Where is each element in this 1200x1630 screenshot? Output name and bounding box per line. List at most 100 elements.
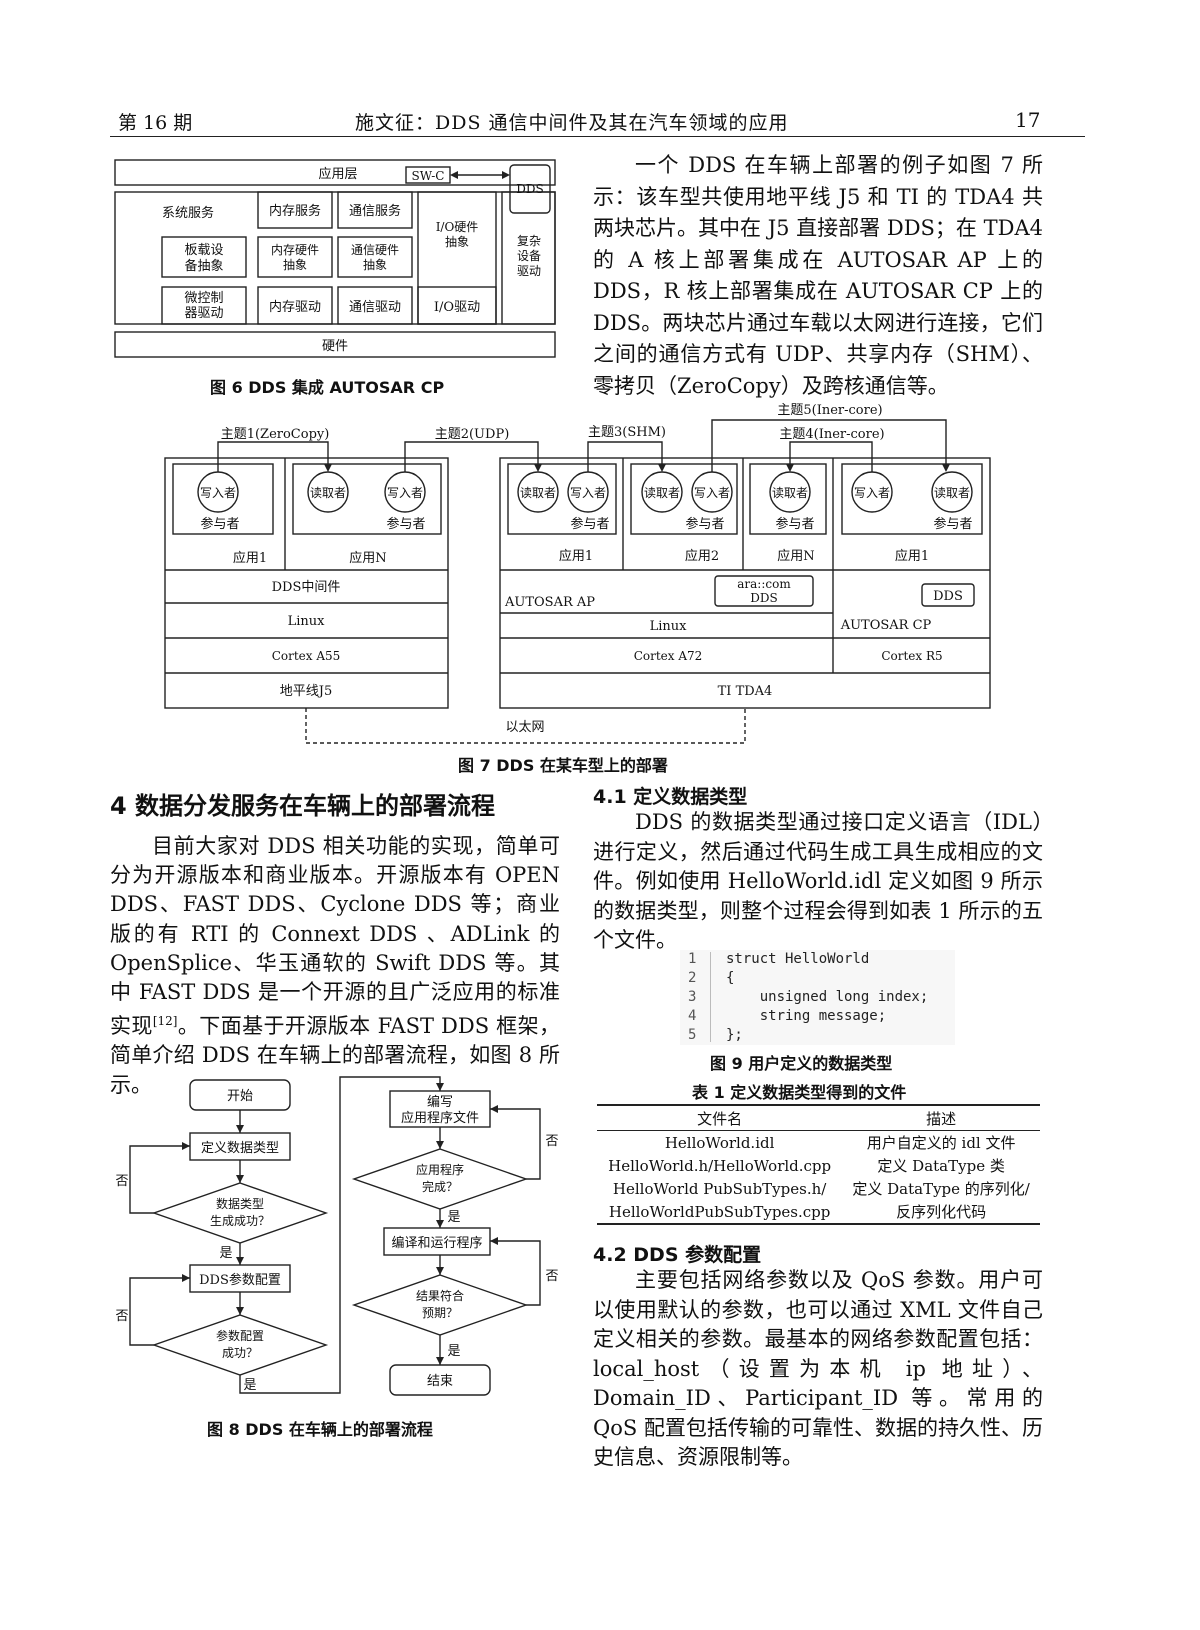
header-rule (110, 136, 1085, 137)
section-4-1-paragraph: DDS 的数据类型通过接口定义语言（IDL）进行定义，然后通过代码生成工具生成相… (593, 810, 1043, 952)
fig7-ap-dds: DDS (750, 591, 777, 605)
fig7-participant-3: 参与者 (570, 516, 609, 532)
table-1: 文件名 描述 HelloWorld.idl 用户自定义的 idl 文件 Hell… (597, 1107, 1040, 1225)
table-1-caption: 表 1 定义数据类型得到的文件 (692, 1083, 907, 1102)
fig6-mem-service: 内存服务 (269, 203, 321, 219)
figure-8-caption: 图 8 DDS 在车辆上的部署流程 (207, 1420, 433, 1439)
fig8-yes-2: 是 (243, 1378, 256, 1393)
table-row: HelloWorld.h/HelloWorld.cpp 定义 DataType … (608, 1156, 1005, 1176)
fig8-no-3: 否 (545, 1134, 558, 1149)
fig6-sys-service: 系统服务 (162, 205, 214, 221)
right-intro-paragraph: 一个 DDS 在车辆上部署的例子如图 7 所示：该车型共使用地平线 J5 和 T… (593, 153, 1043, 398)
fig6-mem-hw-2: 抽象 (283, 258, 307, 272)
fig8-param-ok-2: 成功？ (222, 1346, 258, 1360)
running-title: 施文征：DDS 通信中间件及其在汽车领域的应用 (355, 112, 789, 134)
figure-8-flowchart: 开始 定义数据类型 数据类型 生成成功？ DDS参数配置 参数配置 成功？ 编写… (115, 1076, 559, 1396)
fig7-j5-app1: 应用1 (233, 550, 267, 566)
fig7-writer-1: 写入者 (200, 486, 236, 500)
fig7-reader-1: 读取者 (310, 486, 346, 500)
fig8-write-app-1: 编写 (427, 1095, 453, 1110)
fig7-writer-3: 写入者 (570, 486, 606, 500)
figure-9-code-block: 1 2 3 4 5 struct HelloWorld { unsigned l… (680, 950, 955, 1045)
fig7-j5: 地平线J5 (280, 684, 332, 699)
fig8-no-4: 否 (545, 1269, 558, 1284)
citation: [12] (152, 1014, 178, 1029)
figure-6-caption: 图 6 DDS 集成 AUTOSAR CP (210, 378, 445, 397)
fig6-mcu-2: 器驱动 (184, 306, 223, 321)
fig7-cortex-a72: Cortex A72 (634, 649, 703, 663)
figure-7-diagram: 主题1(ZeroCopy) 主题2(UDP) 主题3(SHM) 主题4(Iner… (164, 403, 991, 744)
fig6-complex-1: 复杂 (517, 234, 541, 248)
fig7-ara-com: ara::com (737, 577, 791, 591)
fig7-topic-5: 主题5(Iner-core) (777, 403, 882, 418)
figure-9-caption: 图 9 用户定义的数据类型 (710, 1054, 893, 1073)
fig7-linux-j5: Linux (288, 614, 326, 629)
fig7-dds-middleware: DDS中间件 (272, 580, 341, 595)
fig7-autosar-ap: AUTOSAR AP (504, 595, 595, 610)
section-4-paragraph: 目前大家对 DDS 相关功能的实现，简单可分为开源版本和商业版本。开源版本有 O… (110, 834, 561, 1097)
figure-7-caption: 图 7 DDS 在某车型上的部署 (458, 756, 668, 775)
issue-number: 第 16 期 (118, 112, 193, 134)
table-row: HelloWorld.idl 用户自定义的 idl 文件 (664, 1133, 1016, 1153)
fig6-io-hw-2: 抽象 (445, 235, 469, 249)
page-number: 17 (1015, 108, 1041, 132)
fig7-cp-dds: DDS (933, 589, 963, 604)
table-header-row: 文件名 描述 (597, 1107, 1040, 1131)
fig6-io-hw-1: I/O硬件 (436, 220, 479, 234)
fig8-result-ok-2: 预期？ (422, 1306, 458, 1320)
fig6-comm-hw-1: 通信硬件 (351, 243, 399, 257)
table-row: HelloWorldPubSubTypes.cpp 反序列化代码 (597, 1200, 1040, 1224)
fig7-writer-2: 写入者 (387, 486, 423, 500)
fig8-result-ok-1: 结果符合 (416, 1288, 464, 1303)
fig7-tda4-appN: 应用N (777, 548, 814, 564)
fig8-write-app-2: 应用程序文件 (401, 1110, 479, 1126)
fig8-yes-1: 是 (219, 1246, 232, 1261)
fig7-tda4-app2: 应用2 (685, 548, 719, 564)
table-header-description: 描述 (926, 1110, 957, 1128)
fig8-param-ok-1: 参数配置 (216, 1328, 264, 1343)
fig7-cp-app1: 应用1 (895, 548, 929, 564)
fig8-dds-param: DDS参数配置 (199, 1272, 281, 1288)
code-gutter-divider (710, 952, 711, 1042)
fig7-reader-4: 读取者 (772, 486, 808, 500)
fig7-linux-tda4: Linux (650, 619, 688, 634)
fig6-comm-drv: 通信驱动 (349, 300, 401, 315)
fig6-complex-3: 驱动 (517, 264, 541, 278)
fig7-j5-appN: 应用N (349, 550, 386, 566)
fig8-compile-run: 编译和运行程序 (391, 1236, 482, 1251)
fig7-participant-2: 参与者 (386, 516, 425, 532)
section-4-heading: 4 数据分发服务在车辆上的部署流程 (110, 792, 496, 820)
fig8-start: 开始 (227, 1089, 253, 1104)
fig6-io-drv: I/O驱动 (434, 300, 480, 315)
fig7-reader-2: 读取者 (520, 486, 556, 500)
fig6-mem-hw-1: 内存硬件 (271, 243, 319, 257)
fig6-dds: DDS (516, 182, 543, 196)
fig7-participant-4: 参与者 (685, 516, 724, 532)
table-top-rule (597, 1104, 1040, 1106)
fig6-mcu-1: 微控制 (184, 291, 223, 306)
fig7-writer-4: 写入者 (694, 486, 730, 500)
fig8-type-ok-2: 生成成功？ (210, 1214, 270, 1228)
fig7-reader-3: 读取者 (644, 486, 680, 500)
fig6-mem-drv: 内存驱动 (269, 299, 321, 315)
section-4-2-heading: 4.2 DDS 参数配置 (593, 1244, 762, 1266)
fig7-topic-4: 主题4(Iner-core) (779, 427, 884, 442)
fig7-participant-1: 参与者 (200, 516, 239, 532)
fig7-tda4-app1: 应用1 (559, 548, 593, 564)
fig7-topic-1: 主题1(ZeroCopy) (221, 427, 330, 442)
fig7-tda4: TI TDA4 (718, 684, 773, 699)
fig8-define-type: 定义数据类型 (201, 1141, 279, 1156)
fig8-end: 结束 (427, 1374, 453, 1389)
fig7-topic-2: 主题2(UDP) (435, 427, 510, 442)
fig7-participant-5: 参与者 (775, 516, 814, 532)
fig7-reader-5: 读取者 (934, 486, 970, 500)
fig7-cortex-r5: Cortex R5 (881, 649, 942, 663)
fig8-yes-4: 是 (447, 1344, 460, 1359)
fig6-comm-service: 通信服务 (349, 203, 401, 219)
fig8-app-done-2: 完成？ (422, 1179, 458, 1194)
code-lines: struct HelloWorld { unsigned long index;… (726, 951, 929, 1043)
fig8-type-ok-1: 数据类型 (216, 1196, 264, 1211)
fig6-app-layer: 应用层 (318, 166, 357, 182)
fig6-complex-2: 设备 (517, 249, 541, 263)
section-4-2-paragraph: 主要包括网络参数以及 QoS 参数。用户可以使用默认的参数，也可以通过 XML … (593, 1268, 1043, 1469)
